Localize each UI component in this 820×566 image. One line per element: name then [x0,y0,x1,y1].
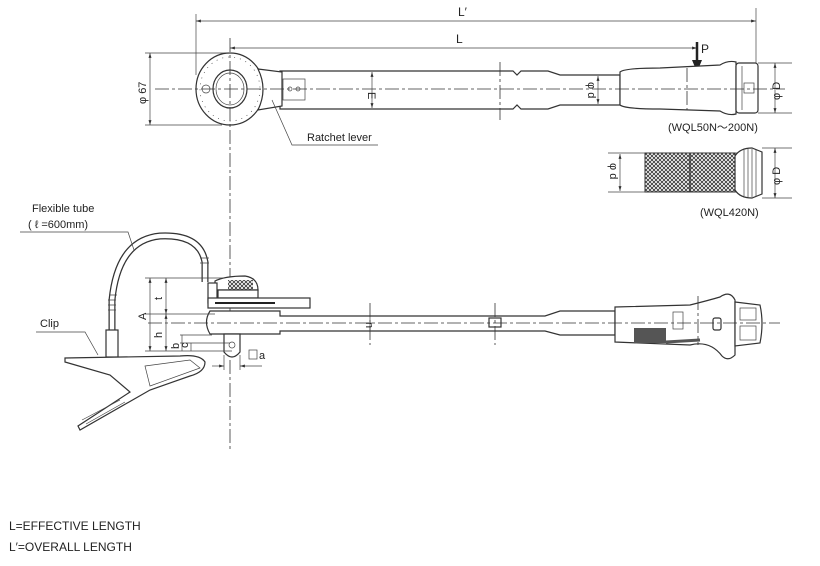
ratchet-lever-leader [271,99,378,146]
ratchet-lever-label: Ratchet lever [307,132,372,144]
dim-n-label: n [363,322,375,328]
effective-length-label: L [456,32,463,46]
grip-rubber [634,328,666,343]
handle-end-cap [735,62,759,114]
wrench-shaft [279,70,621,110]
variant-caption: (WQL50N～200N) [668,122,758,134]
side-view: A t h b c n a Flexible tube ( ℓ =600mm) … [20,203,780,431]
load-point-label: P [701,42,709,56]
alt-grip-view: φ d φ D (WQL420N) [607,147,792,219]
shaft-dim-label: E [365,92,377,99]
legend-overall-length: L′=OVERALL LENGTH [9,540,132,554]
dim-c-label: c [179,342,191,348]
alligator-clip [64,355,206,431]
clip-leader [36,331,99,356]
drive-square [223,333,241,358]
grip-large-dia-label: φ D [771,167,783,185]
overall-length-label: L′ [458,5,468,19]
ratchet-lever [282,78,306,101]
flexible-tube-length: ( ℓ =600mm) [28,219,88,231]
grip-large-dia-label: φ D [771,82,783,100]
dim-A-label: A [137,312,149,320]
dim-t-label: t [153,297,165,300]
clip-label: Clip [40,318,59,330]
wrench-handle [619,60,737,116]
flexible-tube-label: Flexible tube [32,203,94,215]
dim-h-label: h [153,332,165,338]
grip-small-dia-label: φ d [607,163,619,179]
dim-b-label: b [170,343,182,349]
variant-caption: (WQL420N) [700,207,759,219]
head-diameter-label: φ 67 [137,82,149,104]
top-view: L′ L P φ 67 E [137,5,792,450]
side-end-cap [734,301,763,347]
grip-small-dia-label: φ d [585,82,597,98]
dim-a-label: a [259,350,266,362]
grip-end-knob [734,147,763,199]
legend-effective-length: L=EFFECTIVE LENGTH [9,519,141,533]
tube-fitting [105,329,119,358]
head-neck [256,68,283,111]
flexible-tube-leader [20,231,135,251]
